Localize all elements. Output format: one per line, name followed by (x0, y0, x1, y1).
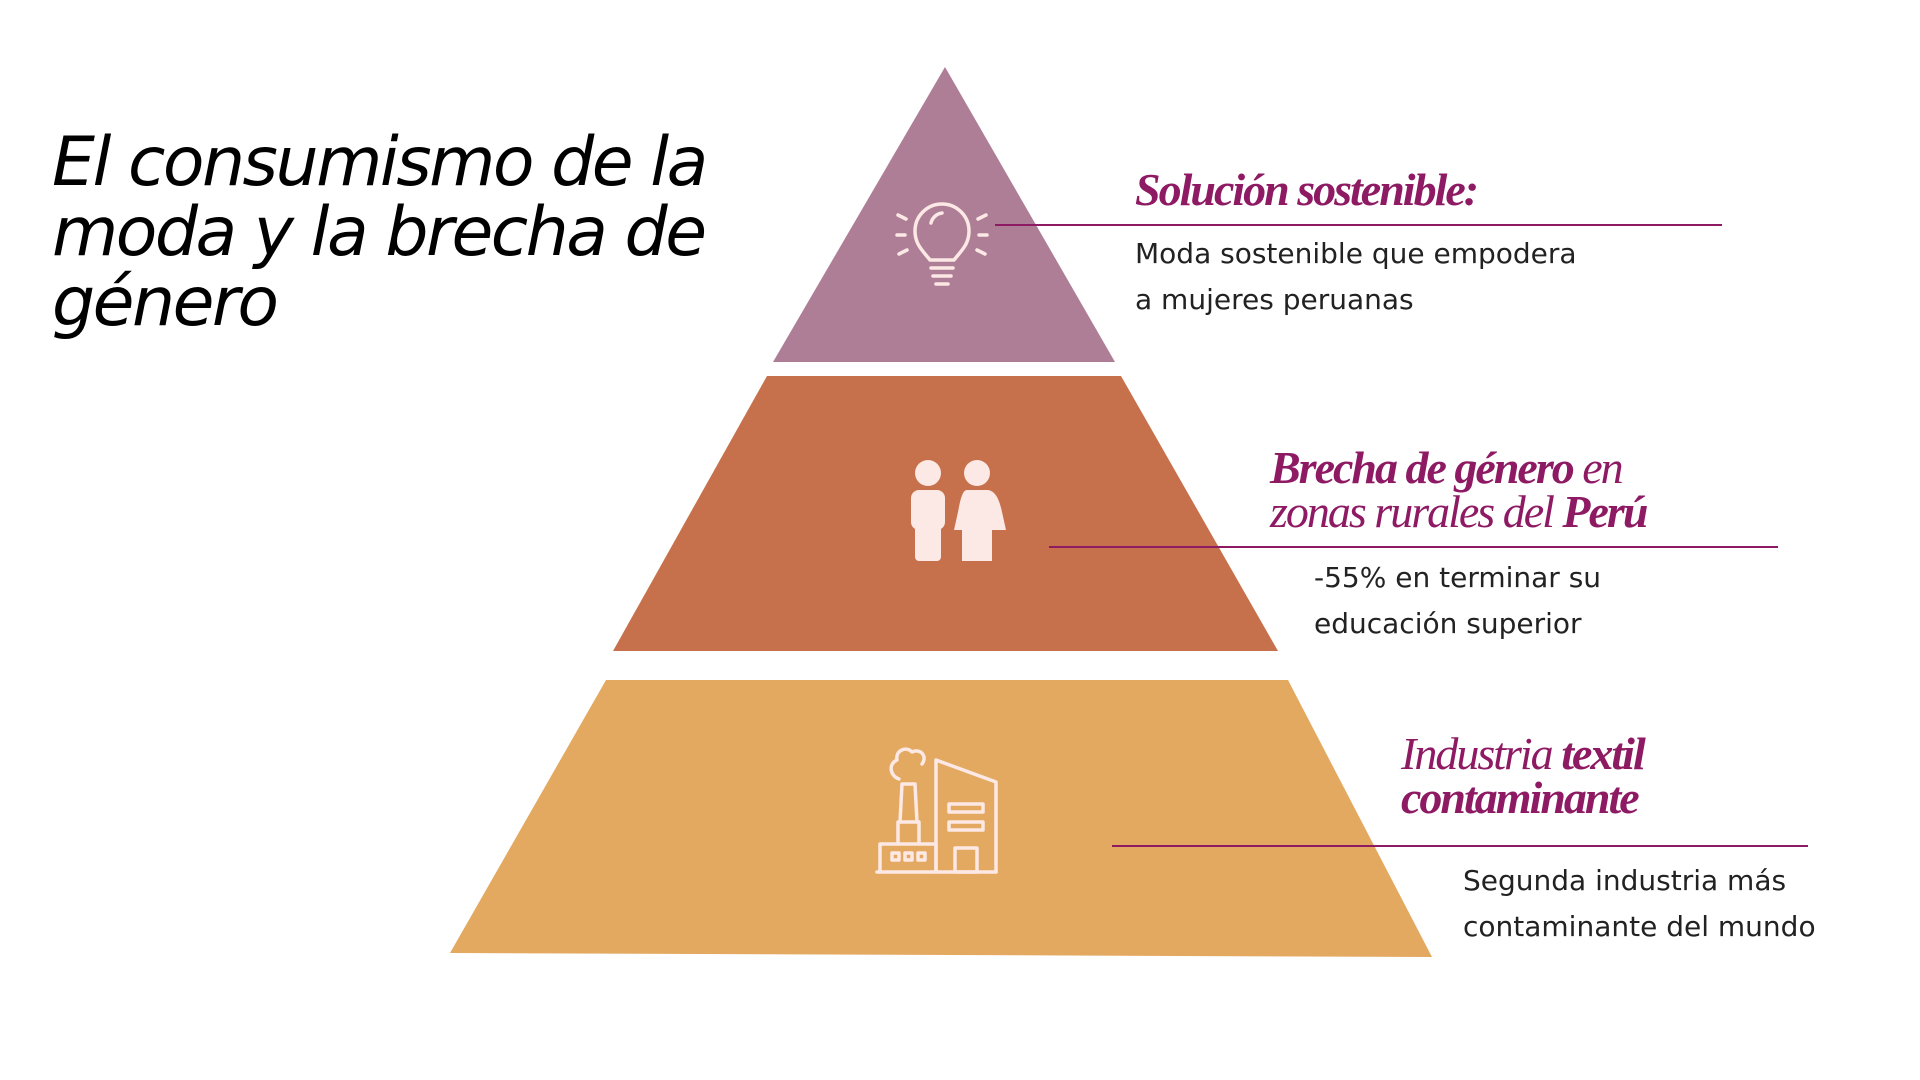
tier-middle-heading-bold: Brecha de género (1270, 442, 1575, 493)
tier-middle-desc-line-2: educación superior (1314, 607, 1582, 640)
title-line-2: moda y la brecha de (52, 193, 707, 272)
tier-bottom-description: Segunda industria más contaminante del m… (1463, 858, 1816, 950)
pyramid-tier-middle (613, 376, 1278, 651)
factory-icon (875, 747, 998, 874)
tier-top-heading-text: Solución sostenible: (1135, 164, 1479, 215)
pyramid-tier-bottom (450, 680, 1432, 957)
tier-bottom-desc-line-2: contaminante del mundo (1463, 910, 1816, 943)
tier-middle-description: -55% en terminar su educación superior (1314, 555, 1601, 647)
page-title: El consumismo de la moda y la brecha de … (52, 128, 752, 338)
tier-middle-desc-line-1: -55% en terminar su (1314, 561, 1602, 594)
tier-top-desc-line-1: Moda sostenible que empodera (1135, 237, 1577, 270)
tier-bottom-heading-contaminante: contaminante (1401, 772, 1640, 823)
tier-top-heading: Solución sostenible: (1135, 167, 1479, 213)
lightbulb-icon (895, 202, 989, 286)
title-line-1: El consumismo de la (52, 123, 708, 202)
tier-bottom-heading-industria: Industria (1401, 728, 1562, 779)
tier-top-description: Moda sostenible que empodera a mujeres p… (1135, 231, 1577, 323)
title-line-3: género (52, 263, 279, 342)
tier-middle-heading-rural: zonas rurales del (1270, 486, 1563, 537)
tier-middle-heading-en: en (1572, 442, 1623, 493)
tier-bottom-heading-textil: textil (1561, 728, 1646, 779)
people-icon (911, 460, 1006, 561)
tier-bottom-desc-line-1: Segunda industria más (1463, 864, 1787, 897)
tier-middle-heading-peru: Perú (1562, 486, 1648, 537)
tier-top-desc-line-2: a mujeres peruanas (1135, 283, 1414, 316)
pyramid-tier-top (773, 67, 1115, 362)
